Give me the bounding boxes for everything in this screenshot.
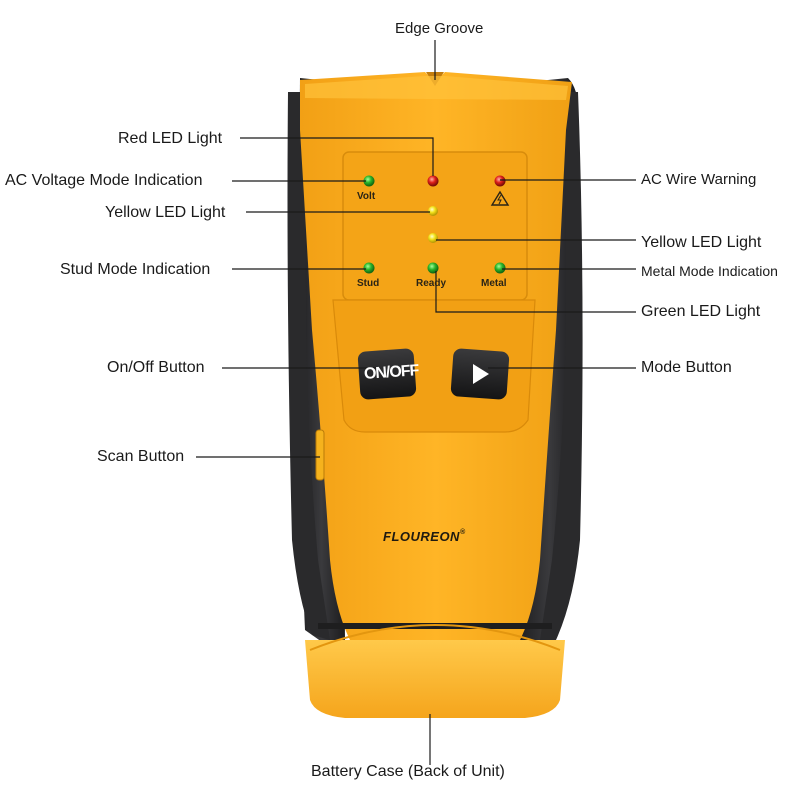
metal-led-green xyxy=(494,262,506,274)
on-off-button-shape xyxy=(357,348,417,400)
label-battery-case: Battery Case (Back of Unit) xyxy=(311,763,505,780)
stud-label: Stud xyxy=(357,278,380,289)
on-off-button[interactable]: ON/OFF xyxy=(363,362,419,383)
battery-case xyxy=(305,640,565,718)
label-on-off-button: On/Off Button xyxy=(107,359,205,376)
red-led xyxy=(427,175,439,187)
volt-label: Volt xyxy=(357,191,376,202)
high-voltage-warning-icon xyxy=(490,190,510,206)
ready-label: Ready xyxy=(416,278,447,289)
label-mode-button: Mode Button xyxy=(641,359,732,376)
button-recess xyxy=(332,299,536,433)
stud-led-green xyxy=(363,262,375,274)
label-stud-mode: Stud Mode Indication xyxy=(60,261,211,278)
label-scan-button: Scan Button xyxy=(97,448,185,465)
yellow-led-1 xyxy=(428,206,438,216)
mode-button[interactable] xyxy=(452,350,508,398)
yellow-led-2 xyxy=(428,233,438,243)
metal-label: Metal xyxy=(481,278,507,289)
ready-led-green xyxy=(427,262,439,274)
volt-led-green xyxy=(363,175,375,187)
label-ac-voltage-mode: AC Voltage Mode Indication xyxy=(5,172,203,189)
scan-button[interactable] xyxy=(314,430,326,480)
brand-logo: FLOUREON® xyxy=(383,529,466,544)
label-yellow-led-left: Yellow LED Light xyxy=(105,204,226,221)
mode-button-shape xyxy=(450,348,510,400)
label-edge-groove: Edge Groove xyxy=(395,20,484,37)
ac-warning-led-red xyxy=(494,175,506,187)
brand-registered-mark: ® xyxy=(459,529,466,536)
label-red-led: Red LED Light xyxy=(118,130,223,147)
label-green-led: Green LED Light xyxy=(641,303,761,320)
label-ac-wire-warning: AC Wire Warning xyxy=(641,171,757,188)
brand-name: FLOUREON xyxy=(383,529,460,544)
label-yellow-led-right: Yellow LED Light xyxy=(641,234,762,251)
scan-button-shape xyxy=(315,429,325,481)
play-arrow-icon xyxy=(473,364,489,384)
label-metal-mode: Metal Mode Indication xyxy=(641,263,778,279)
